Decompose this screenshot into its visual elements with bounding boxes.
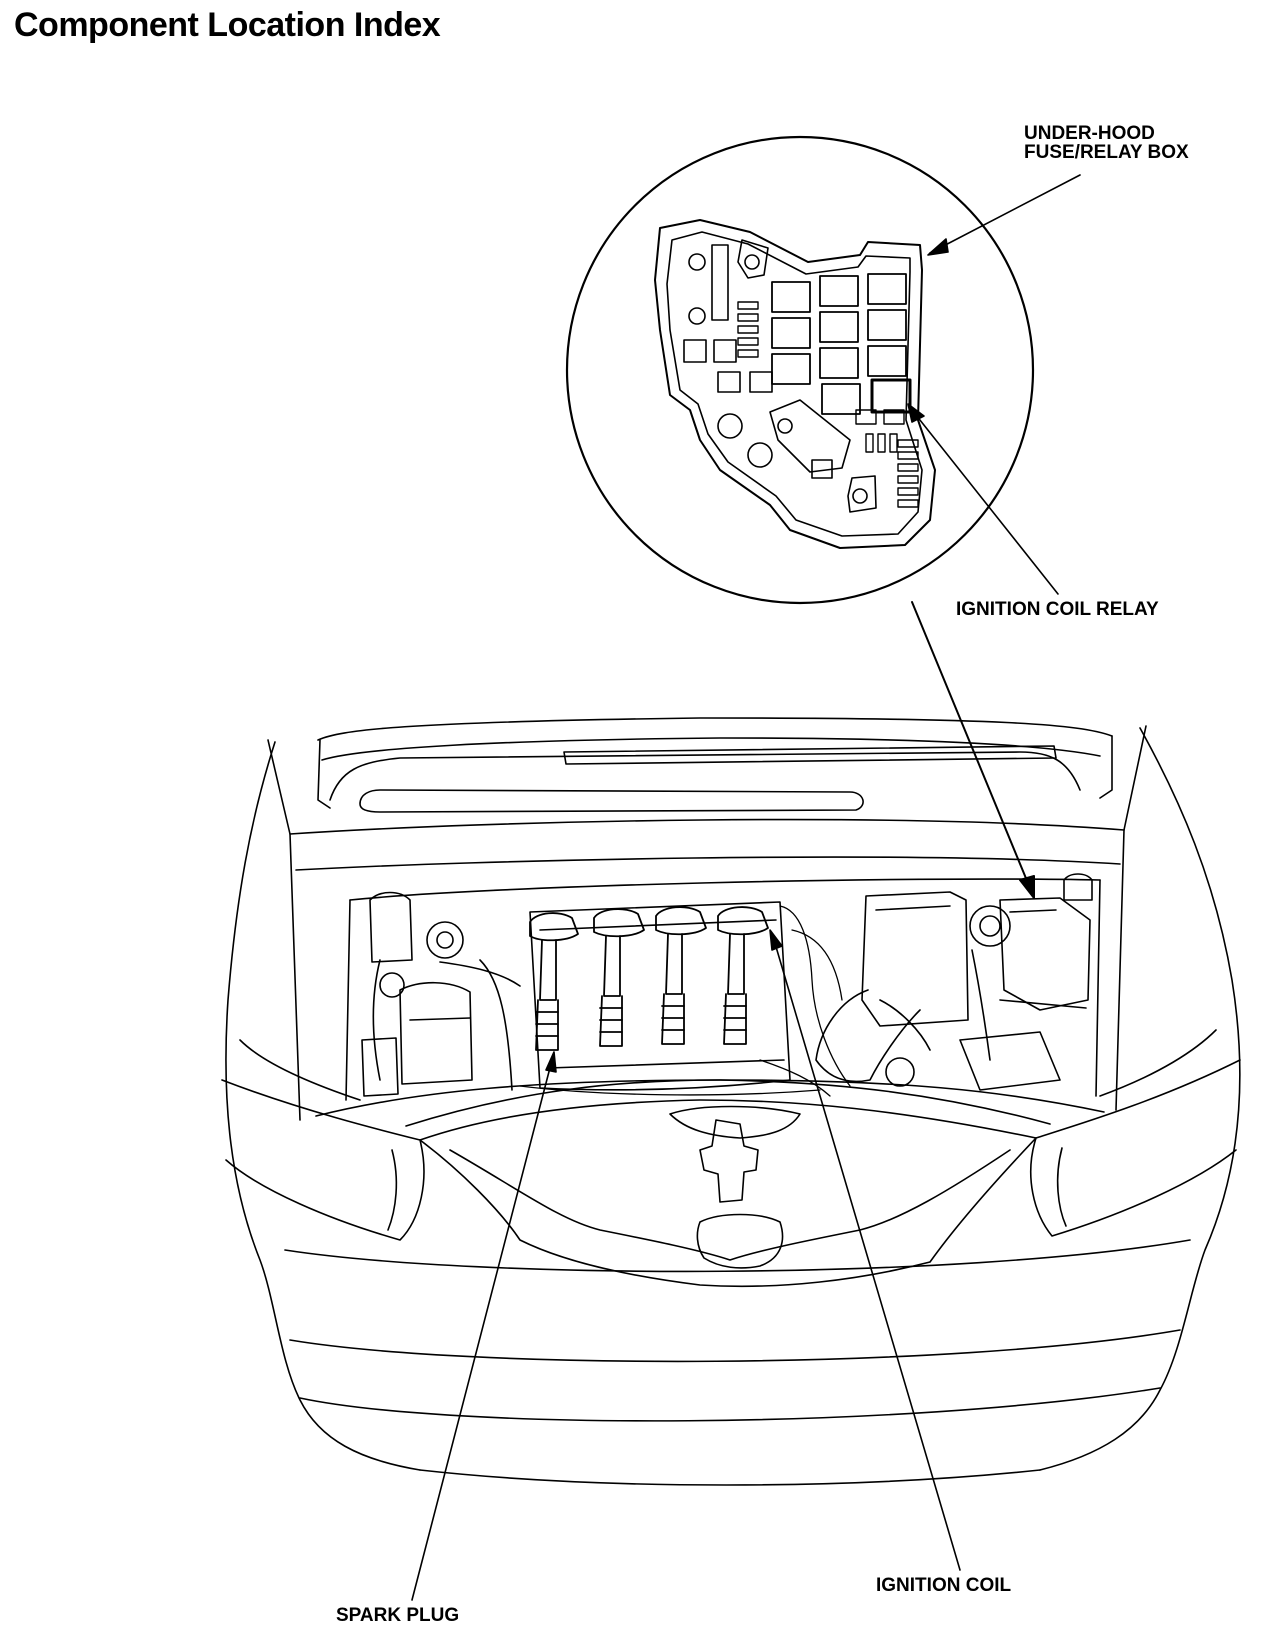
ignition-coil-3 bbox=[655, 906, 707, 1045]
ignition-coil-1 bbox=[529, 912, 579, 1051]
engine-fuse-box bbox=[999, 897, 1091, 1011]
ignition-coils bbox=[529, 906, 769, 1051]
callout-ignition-coil: IGNITION COIL bbox=[876, 1575, 1012, 1596]
valve-cover bbox=[529, 901, 791, 1091]
callout-under-hood-line2: FUSE/RELAY BOX bbox=[1024, 142, 1189, 163]
intake-hose bbox=[815, 989, 921, 1083]
grille bbox=[419, 1137, 1037, 1288]
page-title: Component Location Index bbox=[14, 6, 441, 44]
fuse-box-outline bbox=[654, 219, 936, 549]
emblem bbox=[696, 1213, 784, 1269]
ignition-coil-2 bbox=[593, 908, 645, 1047]
callout-under-hood-line1: UNDER-HOOD bbox=[1024, 123, 1155, 144]
bay-wiring bbox=[519, 905, 851, 1097]
leader-ignition-coil-relay bbox=[907, 403, 1059, 595]
right-components bbox=[815, 873, 1093, 1091]
callout-spark-plug: SPARK PLUG bbox=[336, 1605, 460, 1626]
leader-spark-plug bbox=[411, 1051, 557, 1601]
left-components bbox=[361, 891, 521, 1097]
hood bbox=[267, 717, 1147, 1121]
air-cleaner bbox=[861, 891, 969, 1027]
detail-circle bbox=[565, 135, 1035, 605]
car-body bbox=[221, 727, 1241, 1486]
small-fuses bbox=[737, 301, 919, 508]
ignition-coil-relay-box bbox=[870, 378, 912, 414]
ignition-coil-4 bbox=[717, 906, 769, 1045]
headlight-right bbox=[1030, 1059, 1241, 1237]
fuse-box-detail bbox=[565, 135, 1035, 605]
leader-fuse-box bbox=[927, 174, 1081, 256]
leader-detail-to-engine bbox=[911, 601, 1035, 899]
relay-grid bbox=[771, 273, 912, 415]
callout-ignition-coil-relay: IGNITION COIL RELAY bbox=[956, 599, 1159, 620]
engine-bay bbox=[345, 873, 1101, 1101]
leader-ignition-coil bbox=[769, 929, 961, 1571]
fuse-box-inner-outline bbox=[666, 231, 923, 537]
fuse-box-blocks bbox=[683, 239, 877, 513]
